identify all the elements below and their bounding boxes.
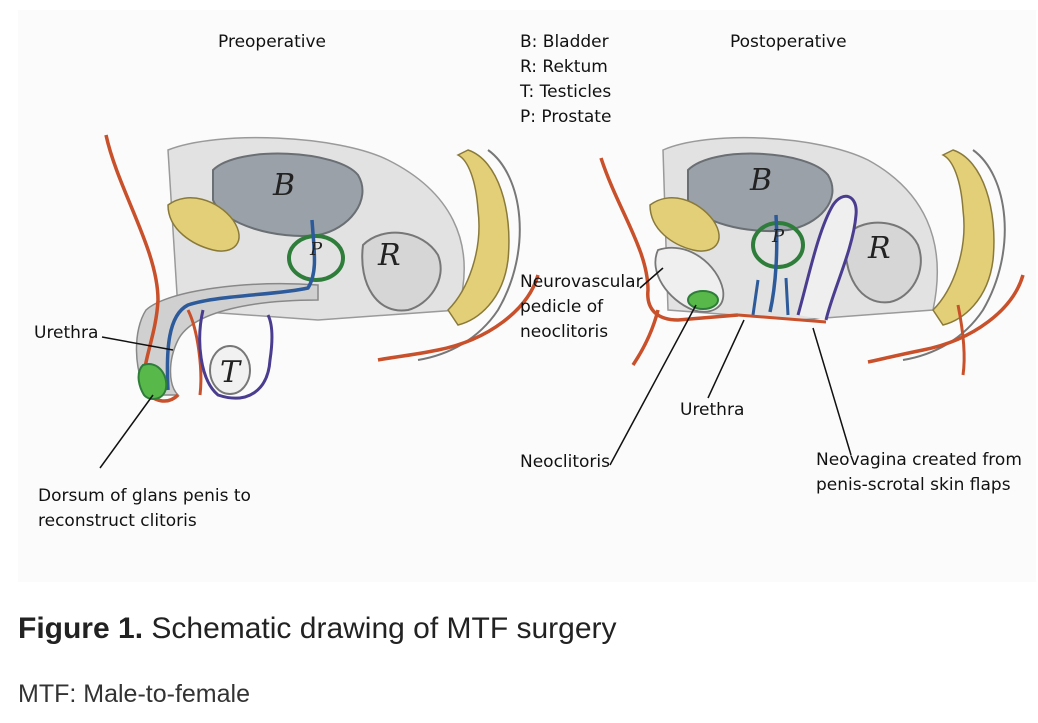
figure-footnote: MTF: Male-to-female — [18, 680, 250, 708]
bladder-letter-left: B — [272, 168, 295, 203]
preoperative-title: Preoperative — [218, 32, 326, 52]
glans-left — [137, 363, 168, 401]
figure-caption-text: Schematic drawing of MTF surgery — [151, 612, 617, 645]
label-dorsum-line-2: reconstruct clitoris — [38, 511, 197, 531]
prostate-left — [287, 234, 345, 282]
bladder-right — [687, 152, 834, 232]
label-neurovascular: Neurovascular pedicle of neoclitoris — [520, 270, 643, 345]
skin-outline-right-back — [867, 274, 1025, 364]
label-urethra-right: Urethra — [680, 400, 745, 420]
testicle-left — [209, 345, 251, 395]
label-neurovascular-line-2: pedicle of — [520, 297, 604, 317]
postoperative-title: Postoperative — [730, 32, 847, 52]
legend-item-prostate: P: Prostate — [520, 107, 612, 127]
sacrum-left — [447, 149, 510, 326]
prostate-letter-right: P — [771, 226, 785, 247]
label-neoclitoris: Neoclitoris — [520, 452, 611, 472]
pointer-urethra-left — [101, 336, 174, 351]
label-neovagina-line-1: Neovagina created from — [816, 450, 1022, 470]
rectum-letter-right: R — [867, 231, 891, 266]
pubic-bone-left — [167, 197, 240, 252]
urethra-right-line — [768, 214, 779, 313]
label-dorsum: Dorsum of glans penis to reconstruct cli… — [38, 484, 251, 534]
label-dorsum-line-1: Dorsum of glans penis to — [38, 486, 251, 506]
label-neurovascular-line-3: neoclitoris — [520, 322, 609, 342]
pointer-neovagina — [812, 327, 852, 456]
pointer-dorsum — [99, 394, 154, 469]
pointer-neoclitoris — [609, 304, 697, 466]
pubic-bone-right — [649, 197, 720, 252]
pointer-neurovascular — [639, 267, 664, 289]
urethra-left-line — [165, 219, 317, 391]
anatomy-figure: B P R T — [18, 10, 1036, 582]
skin-outline-left-back — [377, 274, 540, 362]
label-urethra-left: Urethra — [34, 323, 99, 343]
legend-item-testicles: T: Testicles — [520, 82, 612, 102]
sacrum-right — [932, 149, 995, 326]
prostate-letter-left: P — [309, 239, 323, 260]
rectum-right — [844, 221, 922, 304]
legend: B: Bladder R: Rektum T: Testicles P: Pro… — [520, 30, 611, 130]
label-neovagina-line-2: penis-scrotal skin flaps — [816, 475, 1011, 495]
label-neovagina: Neovagina created from penis-scrotal ski… — [816, 448, 1022, 498]
figure-caption-prefix: Figure 1. — [18, 612, 144, 645]
rectum-left — [361, 231, 442, 312]
bladder-left — [212, 152, 364, 237]
neovagina-shape — [796, 194, 858, 321]
bladder-letter-right: B — [749, 163, 772, 198]
figure-caption: Figure 1. Schematic drawing of MTF surge… — [18, 612, 617, 646]
preoperative-drawing: B P R T — [99, 134, 540, 469]
testicle-letter-left: T — [220, 355, 242, 390]
rectum-letter-left: R — [377, 238, 401, 273]
pointer-urethra-right — [707, 319, 745, 399]
legend-item-rectum: R: Rektum — [520, 57, 608, 77]
label-neurovascular-line-1: Neurovascular — [520, 272, 643, 292]
legend-item-bladder: B: Bladder — [520, 32, 609, 52]
postoperative-drawing: B P R — [599, 136, 1025, 466]
anatomy-drawing: B P R T — [99, 134, 1025, 469]
neoclitoris-shape — [687, 290, 719, 310]
scrotum-left — [198, 309, 274, 400]
